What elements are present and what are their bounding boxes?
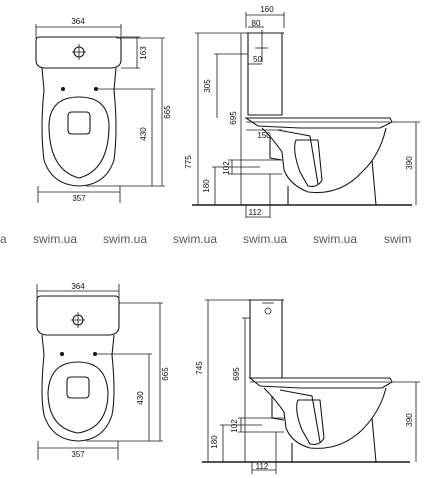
dim-bottom-front-bowl-height: 430 bbox=[136, 391, 145, 405]
dim-bottom-side-outlet-width: 112 bbox=[256, 462, 269, 471]
top-side-seat bbox=[244, 117, 393, 129]
dim-top-side-depth: 160 bbox=[260, 5, 274, 14]
dim-top-side-outlet-width: 112 bbox=[249, 208, 262, 217]
watermark-item: swim bbox=[384, 232, 411, 246]
dim-top-side-seat-gap: 150 bbox=[257, 131, 271, 140]
top-side-bowl bbox=[261, 127, 387, 194]
bottom-side-trap-a bbox=[279, 389, 321, 443]
watermark-item: swim.ua bbox=[103, 232, 147, 246]
bottom-side-trap-b bbox=[296, 399, 325, 445]
bottom-front-tank bbox=[36, 295, 120, 336]
bottom-front-seat bbox=[47, 361, 109, 434]
dim-top-side-tank-height: 305 bbox=[203, 79, 212, 93]
dim-top-front-bowl-height: 430 bbox=[139, 127, 148, 141]
dim-bottom-side-bowl-height: 390 bbox=[405, 413, 414, 427]
watermark-row: a swim.ua swim.ua swim.ua swim.ua swim.u… bbox=[0, 232, 411, 246]
top-side-view: 160 80 50 305 695 775 150 bbox=[184, 5, 420, 218]
top-side-trap-b bbox=[294, 139, 323, 187]
top-front-fixing-left bbox=[61, 87, 65, 91]
dim-bottom-front-height-total: 665 bbox=[161, 367, 170, 381]
top-front-view: 364 163 665 430 357 bbox=[35, 17, 172, 203]
bottom-side-seat bbox=[248, 377, 393, 389]
dim-top-front-width-top: 364 bbox=[71, 17, 85, 26]
dim-top-front-width-bottom: 357 bbox=[72, 194, 86, 203]
dim-bottom-side-height-695: 695 bbox=[232, 367, 241, 381]
dim-top-side-inlet: 80 bbox=[252, 19, 261, 28]
watermark-item: swim.ua bbox=[313, 232, 357, 246]
dim-bottom-front-width-bottom: 357 bbox=[71, 450, 85, 459]
dim-bottom-side-outlet-floor: 180 bbox=[210, 435, 219, 449]
top-side-tank bbox=[247, 32, 283, 116]
top-side-outlet bbox=[269, 136, 283, 161]
dim-top-side-outlet-height: 102 bbox=[222, 161, 231, 175]
dim-top-side-height-695: 695 bbox=[229, 111, 238, 125]
dim-top-side-outlet-floor: 180 bbox=[202, 179, 211, 193]
top-front-seat bbox=[48, 96, 110, 179]
top-side-trap-a bbox=[277, 129, 319, 185]
bottom-front-bowl-opening bbox=[66, 376, 90, 399]
dim-bottom-front-width-top: 364 bbox=[71, 282, 85, 291]
bottom-side-bowl bbox=[263, 387, 387, 449]
bottom-front-fixing-left bbox=[60, 352, 64, 356]
top-front-bowl-opening bbox=[67, 111, 91, 135]
watermark-item: swim.ua bbox=[243, 232, 287, 246]
dim-bottom-side-outlet-height: 102 bbox=[230, 419, 239, 433]
bottom-side-view: 745 695 102 180 390 112 bbox=[195, 299, 420, 474]
top-front-bowl bbox=[41, 67, 117, 187]
dim-top-front-tank-height: 163 bbox=[139, 46, 148, 60]
watermark-item: a bbox=[0, 232, 7, 246]
dim-top-side-height-total: 775 bbox=[184, 155, 193, 169]
bottom-side-tank bbox=[249, 299, 283, 379]
dim-bottom-side-height-total: 745 bbox=[195, 361, 204, 375]
dim-top-side-bowl-height: 390 bbox=[405, 156, 414, 170]
dim-top-front-height-total: 665 bbox=[163, 105, 172, 119]
dim-top-side-inlet-height: 50 bbox=[253, 55, 262, 64]
bottom-side-outlet bbox=[271, 396, 285, 421]
watermark-item: swim.ua bbox=[173, 232, 217, 246]
watermark-item: swim.ua bbox=[33, 232, 77, 246]
bottom-front-view: 364 665 430 357 bbox=[36, 282, 170, 460]
bottom-front-bowl bbox=[41, 334, 115, 442]
top-front-tank bbox=[35, 36, 122, 69]
